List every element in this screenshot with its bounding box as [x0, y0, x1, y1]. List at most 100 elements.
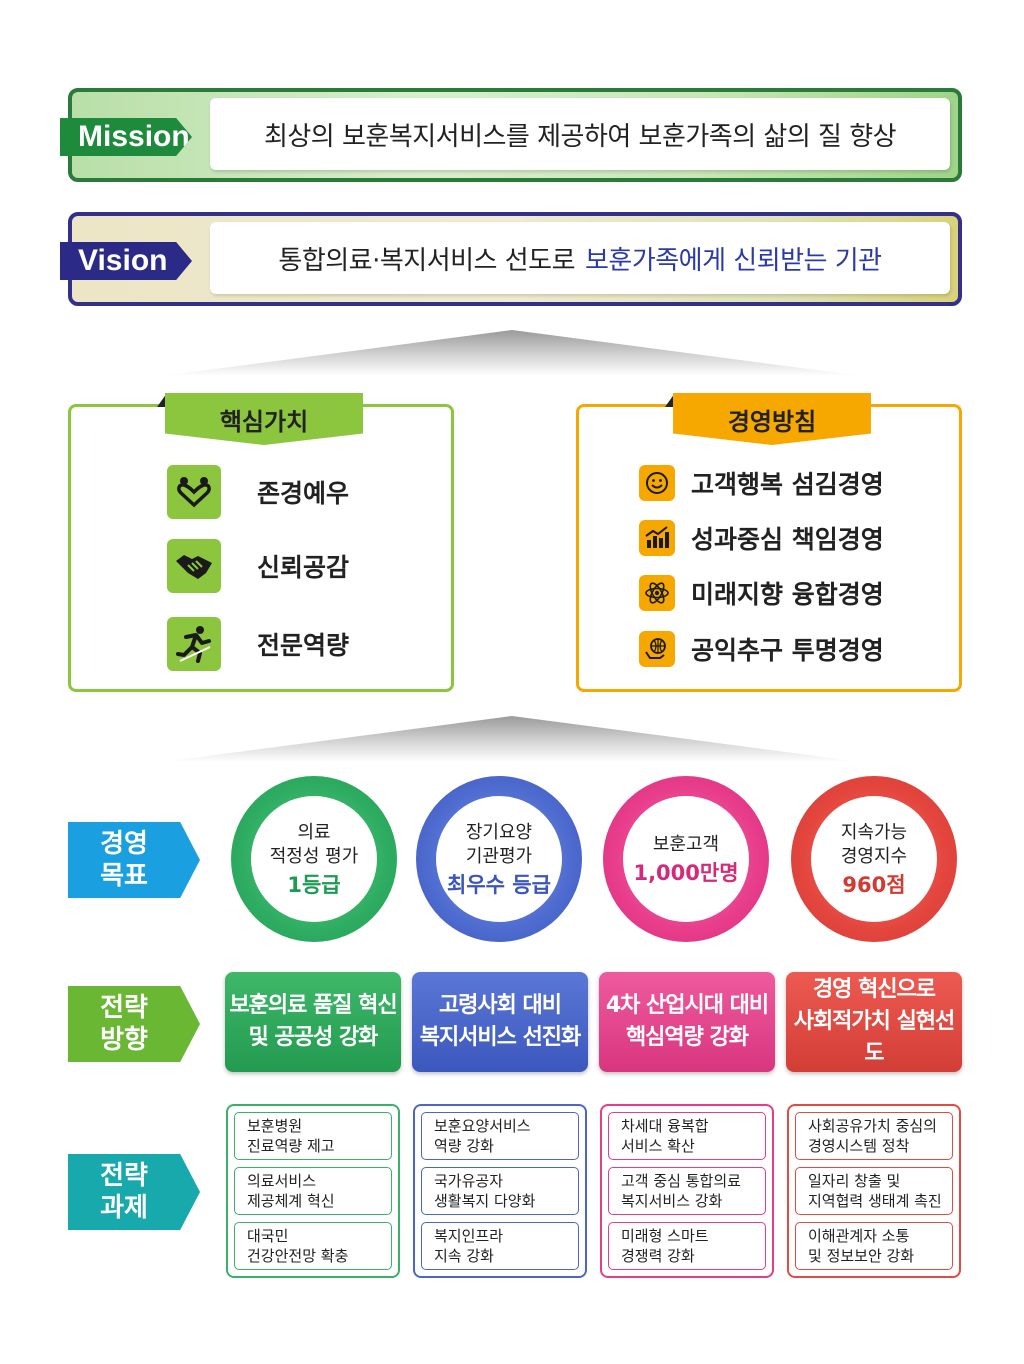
task-line1: 국가유공자 — [434, 1172, 504, 1190]
vision-tag: Vision — [60, 242, 192, 280]
core-value-label: 존경예우 — [257, 479, 350, 508]
goal-circle: 의료 적정성 평가 1등급 — [231, 776, 397, 942]
task-line2: 진료역량 제고 — [247, 1137, 335, 1155]
management-policy-title: 경영방침 — [673, 393, 871, 445]
task-line2: 및 정보보안 강화 — [808, 1247, 915, 1265]
task-line2: 지역협력 생태계 촉진 — [808, 1192, 942, 1210]
goal-line2: 보훈고객 — [652, 834, 720, 855]
task-line2: 경영시스템 정착 — [808, 1137, 910, 1155]
task-line2: 지속 강화 — [434, 1247, 494, 1265]
goal-value: 1등급 — [287, 873, 341, 897]
management-policy-item: 미래지향 융합경영 — [639, 575, 884, 611]
task-line2: 건강안전망 확충 — [247, 1247, 349, 1265]
vision-text-emphasis: 보훈가족에게 신뢰받는 기관 — [585, 245, 882, 276]
mission-text: 최상의 보훈복지서비스를 제공하여 보훈가족의 삶의 질 향상 — [263, 121, 897, 152]
task-line2: 경쟁력 강화 — [621, 1247, 695, 1265]
handshake-icon — [167, 539, 221, 593]
vision-text-plain: 통합의료·복지서비스 선도로 — [278, 245, 575, 276]
goal-line2: 경영지수 — [840, 846, 908, 867]
task-line2: 역량 강화 — [434, 1137, 494, 1155]
goal-line2: 적정성 평가 — [269, 846, 359, 867]
divider-fan-bottom — [162, 716, 862, 762]
vision-bar: Vision 통합의료·복지서비스 선도로 보훈가족에게 신뢰받는 기관 — [60, 212, 962, 306]
direction-line2: 사회적가치 실현선도 — [793, 1009, 956, 1066]
direction-line2: 핵심역량 강화 — [625, 1025, 749, 1050]
task-line1: 복지인프라 — [434, 1227, 504, 1245]
goal-line1: 의료 — [297, 822, 331, 843]
task-line2: 생활복지 다양화 — [434, 1192, 536, 1210]
side-tag-goals-line2: 목표 — [100, 861, 148, 891]
management-policy-label: 고객행복 섬김경영 — [691, 470, 884, 499]
goal-line1: 지속가능 — [840, 822, 908, 843]
core-value-item: 신뢰공감 — [167, 539, 349, 593]
management-policy-flap — [665, 393, 675, 407]
side-tag-directions-line2: 방향 — [100, 1025, 148, 1055]
goal-circle: 지속가능 경영지수 960점 — [791, 776, 957, 942]
management-policy-box: 경영방침 고객행복 섬김경영 성과중심 책임경영 미래지향 융합경영 공익추구 … — [576, 393, 962, 692]
task-line1: 미래형 스마트 — [621, 1227, 709, 1245]
goal-circle: 보훈고객 1,000만명 — [603, 776, 769, 942]
mission-bar: Mission 최상의 보훈복지서비스를 제공하여 보훈가족의 삶의 질 향상 — [60, 88, 962, 182]
core-values-box: 핵심가치 존경예우 신뢰공감 전문역량 — [68, 393, 454, 692]
runner-icon — [167, 617, 221, 671]
direction-line1: 보훈의료 품질 혁신 — [229, 993, 397, 1018]
side-tag-directions-line1: 전략 — [100, 993, 148, 1023]
task-line1: 대국민 — [247, 1227, 289, 1245]
direction-line1: 경영 혁신으로 — [812, 977, 936, 1002]
task-line1: 일자리 창출 및 — [808, 1172, 901, 1190]
management-policy-label: 공익추구 투명경영 — [691, 636, 884, 665]
task-line1: 고객 중심 통합의료 — [621, 1172, 741, 1190]
goal-line2: 기관평가 — [465, 846, 533, 867]
core-value-label: 신뢰공감 — [257, 553, 350, 582]
core-value-label: 전문역량 — [257, 631, 350, 660]
globe-hands-icon — [639, 631, 675, 667]
direction-line2: 및 공공성 강화 — [248, 1025, 379, 1050]
growth-chart-icon — [639, 520, 675, 556]
management-policy-item: 성과중심 책임경영 — [639, 520, 884, 556]
heart-people-icon — [167, 465, 221, 519]
goal-value: 최우수 등급 — [447, 873, 551, 897]
task-line1: 의료서비스 — [247, 1172, 317, 1190]
goal-circle: 장기요양 기관평가 최우수 등급 — [416, 776, 582, 942]
direction-line1: 4차 산업시대 대비 — [605, 993, 769, 1018]
management-policy-label: 미래지향 융합경영 — [691, 580, 884, 609]
goal-circle-inner: 지속가능 경영지수 960점 — [811, 796, 937, 922]
task-line2: 제공체계 혁신 — [247, 1192, 335, 1210]
task-line1: 사회공유가치 중심의 — [808, 1117, 937, 1135]
task-line1: 보훈요양서비스 — [434, 1117, 531, 1135]
core-values-flap — [157, 393, 167, 407]
task-line2: 서비스 확산 — [621, 1137, 695, 1155]
goal-line1: 장기요양 — [465, 822, 533, 843]
goal-value: 960점 — [842, 873, 906, 897]
goal-circle-inner: 보훈고객 1,000만명 — [623, 796, 749, 922]
task-line2: 복지서비스 강화 — [621, 1192, 723, 1210]
side-tag-tasks-line1: 전략 — [100, 1161, 148, 1191]
vision-statement: 통합의료·복지서비스 선도로 보훈가족에게 신뢰받는 기관 — [210, 222, 950, 294]
core-value-item: 전문역량 — [167, 617, 349, 671]
task-line1: 이해관계자 소통 — [808, 1227, 910, 1245]
mission-tag: Mission — [60, 118, 192, 156]
management-policy-item: 공익추구 투명경영 — [639, 631, 884, 667]
mission-statement: 최상의 보훈복지서비스를 제공하여 보훈가족의 삶의 질 향상 — [210, 98, 950, 170]
management-policy-item: 고객행복 섬김경영 — [639, 465, 884, 501]
smile-icon — [639, 465, 675, 501]
direction-line1: 고령사회 대비 — [438, 993, 562, 1018]
